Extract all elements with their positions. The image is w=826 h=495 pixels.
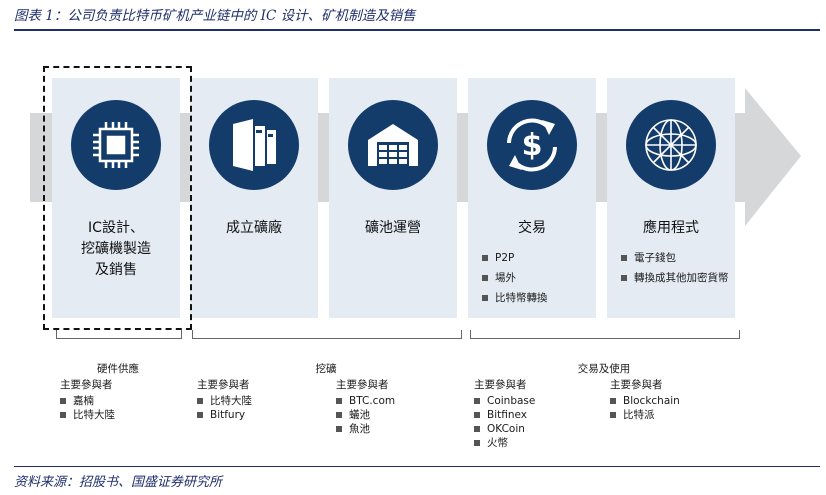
- list-item: 比特幣轉換: [482, 288, 548, 308]
- stage-card-applications: 應用程式 電子錢包 轉換成其他加密貨幣: [607, 78, 735, 318]
- globe-network-icon: [626, 100, 716, 190]
- segment-label: 交易及使用: [577, 363, 631, 375]
- segment-brace: [192, 330, 462, 339]
- stage-label: 交易: [518, 220, 546, 236]
- list-item: 嘉楠: [60, 394, 115, 408]
- segment-label: 硬件供應: [97, 363, 139, 375]
- list-item: Bitfury: [197, 408, 252, 422]
- list-item: Coinbase: [474, 394, 535, 408]
- list-item: 比特大陸: [60, 408, 115, 422]
- list-item: 蟻池: [336, 408, 395, 422]
- participant-group: 主要參與者 Blockchain 比特派: [610, 379, 680, 422]
- highlight-frame: [43, 66, 192, 330]
- stage-label: 礦池運營: [365, 220, 421, 236]
- mining-rig-icon: [209, 100, 299, 190]
- stage-card-ic-design: IC設計、 挖礦機製造 及銷售: [52, 78, 180, 318]
- participant-group: 主要參與者 BTC.com 蟻池 魚池: [336, 379, 396, 436]
- stage-label: 應用程式: [643, 220, 699, 236]
- list-item: P2P: [482, 248, 548, 268]
- stage-card-mining-farm: 成立礦廠: [190, 78, 318, 318]
- segment-brace: [56, 330, 182, 339]
- list-item: BTC.com: [336, 394, 395, 408]
- participant-group: 主要參與者 比特大陸 Bitfury: [197, 379, 252, 422]
- list-item: 比特派: [610, 408, 680, 422]
- stage-card-exchange: $ 交易 P2P 場外 比特幣轉換: [468, 78, 596, 318]
- dollar-exchange-icon: $: [487, 100, 577, 190]
- warehouse-icon: [348, 100, 438, 190]
- segment-brace: [470, 330, 740, 339]
- svg-text:$: $: [522, 128, 543, 163]
- list-item: 火幣: [474, 436, 535, 450]
- list-item: 轉換成其他加密貨幣: [621, 268, 729, 288]
- list-item: 場外: [482, 268, 548, 288]
- list-item: 電子錢包: [621, 248, 729, 268]
- list-item: Blockchain: [610, 394, 680, 408]
- stage-label: IC設計、 挖礦機製造 及銷售: [81, 220, 151, 278]
- title-rule: [14, 29, 820, 31]
- source-note: 资料来源：招股书、国盛证券研究所: [14, 475, 223, 490]
- footer-rule: [14, 466, 820, 467]
- stage-bullets: P2P 場外 比特幣轉換: [482, 248, 548, 308]
- segment-label: 挖礦: [315, 363, 337, 375]
- stage-bullets: 電子錢包 轉換成其他加密貨幣: [621, 248, 729, 288]
- stage-card-mining-pool: 礦池運營: [329, 78, 457, 318]
- participant-group: 主要參與者 Coinbase Bitfinex OKCoin 火幣: [474, 379, 536, 450]
- figure-title: 图表 1：公司负责比特币矿机产业链中的 IC 设计、矿机制造及销售: [14, 8, 416, 24]
- list-item: 比特大陸: [197, 394, 252, 408]
- list-item: OKCoin: [474, 422, 535, 436]
- list-item: 魚池: [336, 422, 395, 436]
- list-item: Bitfinex: [474, 408, 535, 422]
- chip-icon: [71, 100, 161, 190]
- participant-group: 主要參與者 嘉楠 比特大陸: [60, 379, 115, 422]
- stage-label: 成立礦廠: [226, 220, 282, 236]
